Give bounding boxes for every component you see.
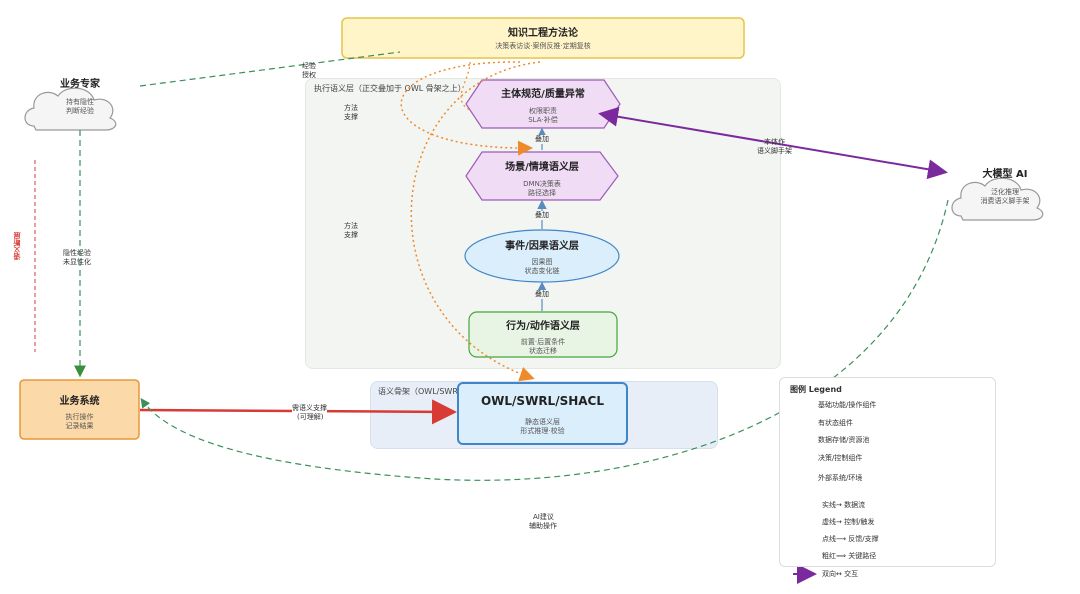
business-system-sub-2: 记录结果 bbox=[65, 422, 94, 430]
expert-to-methodology-dashed bbox=[139, 51, 401, 87]
method-support-dotted-c bbox=[460, 61, 471, 111]
expert-title: 业务专家 bbox=[60, 79, 100, 90]
legend-item-1: 基础功能/操作组件 bbox=[818, 401, 877, 409]
overlay-label-3: 叠加 bbox=[535, 135, 549, 144]
need-support-label-1: 需语义支撑 bbox=[292, 404, 327, 413]
overlay-label-1: 叠加 bbox=[535, 290, 549, 299]
ai-assist-label-1: AI建议 bbox=[533, 513, 554, 521]
semantic-gap-label: 语义断层 bbox=[13, 232, 21, 260]
expert-cloud bbox=[24, 87, 117, 131]
ai-to-system-dashed bbox=[140, 199, 949, 481]
subject-layer-hexagon bbox=[465, 79, 621, 129]
subject-layer-title: 主体规范/质量异常 bbox=[501, 89, 585, 100]
tacit-label-1: 隐性经验 bbox=[63, 249, 91, 257]
legend-item-10: 双向↔ 交互 bbox=[822, 570, 859, 578]
scene-layer-sub-1: DMN决策表 bbox=[523, 180, 561, 188]
scene-layer-sub-2: 路径选择 bbox=[528, 189, 556, 197]
overlay-label-2: 叠加 bbox=[535, 211, 549, 220]
big-model-cloud bbox=[951, 177, 1044, 221]
skeleton-label: 语义骨架（OWL/SWRL） bbox=[378, 387, 458, 396]
ai-assist-label-2: 辅助操作 bbox=[529, 522, 557, 530]
method-support-label-a2: 支撑 bbox=[344, 113, 358, 121]
expert-sub-2: 判断经验 bbox=[66, 107, 94, 115]
business-system-title: 业务系统 bbox=[59, 396, 100, 407]
need-support-label-2: (可理解) bbox=[297, 413, 324, 422]
tacit-label-2: 未显性化 bbox=[63, 258, 91, 266]
behavior-layer-box bbox=[468, 311, 618, 358]
method-support-dotted-b bbox=[410, 61, 541, 382]
behavior-layer-sub-2: 状态迁移 bbox=[529, 347, 557, 355]
methodology-title: 知识工程方法论 bbox=[508, 28, 578, 39]
method-support-label-a1: 方法 bbox=[344, 104, 358, 112]
interaction-arrow bbox=[598, 106, 948, 180]
event-layer-sub-2: 状态变化链 bbox=[524, 267, 560, 275]
legend-item-5: 外部系统/环境 bbox=[818, 474, 863, 482]
legend-item-8: 点线⟶ 反馈/支撑 bbox=[822, 535, 879, 543]
expert-sub-1: 持有隐性 bbox=[66, 98, 94, 106]
scene-layer-title: 场景/情境语义层 bbox=[505, 162, 579, 173]
experience-label-2: 授权 bbox=[302, 71, 316, 79]
methodology-subtitle: 决策表访谈·案例反推·定期复核 bbox=[495, 42, 591, 50]
big-model-title: 大模型 AI bbox=[982, 169, 1028, 180]
business-system-sub-1: 执行操作 bbox=[65, 413, 94, 421]
legend-panel: 图例 Legend bbox=[779, 377, 996, 567]
legend-item-7: 虚线→ 控制/触发 bbox=[822, 518, 875, 526]
method-support-label-b1: 方法 bbox=[344, 222, 358, 230]
legend-item-4: 决策/控制组件 bbox=[818, 454, 863, 462]
method-support-label-b2: 支撑 bbox=[344, 231, 358, 239]
owl-title: OWL/SWRL/SHACL bbox=[480, 394, 605, 408]
subject-layer-sub-1: 权限职责 bbox=[529, 107, 557, 115]
methodology-box bbox=[341, 17, 745, 59]
subject-layer-sub-2: SLA·补偿 bbox=[528, 116, 558, 124]
behavior-layer-sub-1: 前置·后置条件 bbox=[520, 338, 566, 346]
ontology-label-2: 语义脚手架 bbox=[757, 147, 792, 155]
event-layer-title: 事件/因果语义层 bbox=[505, 241, 579, 252]
big-model-sub-1: 泛化推理 bbox=[991, 188, 1019, 196]
legend-item-3: 数据存储/资源池 bbox=[818, 436, 870, 444]
execution-layer-label: 执行语义层（正交叠加于 OWL 骨架之上） bbox=[314, 84, 466, 93]
owl-box bbox=[457, 382, 628, 445]
legend-item-9: 粗红⟹ 关键路径 bbox=[822, 552, 877, 560]
owl-sub-2: 形式推理·校验 bbox=[520, 427, 565, 435]
ontology-label-1: 本体作 bbox=[764, 138, 785, 146]
method-support-dotted-a bbox=[400, 61, 533, 156]
legend-item-2: 有状态组件 bbox=[818, 419, 853, 427]
behavior-layer-title: 行为/动作语义层 bbox=[506, 321, 580, 332]
business-system-box bbox=[19, 379, 140, 440]
event-layer-sub-1: 因果图 bbox=[531, 258, 553, 266]
legend-item-6: 实线→ 数据流 bbox=[822, 501, 866, 509]
big-model-sub-2: 消费语义脚手架 bbox=[980, 197, 1030, 205]
legend-title: 图例 Legend bbox=[790, 385, 842, 394]
owl-sub-1: 静态语义层 bbox=[525, 418, 560, 426]
experience-label-1: 经验 bbox=[302, 62, 316, 70]
